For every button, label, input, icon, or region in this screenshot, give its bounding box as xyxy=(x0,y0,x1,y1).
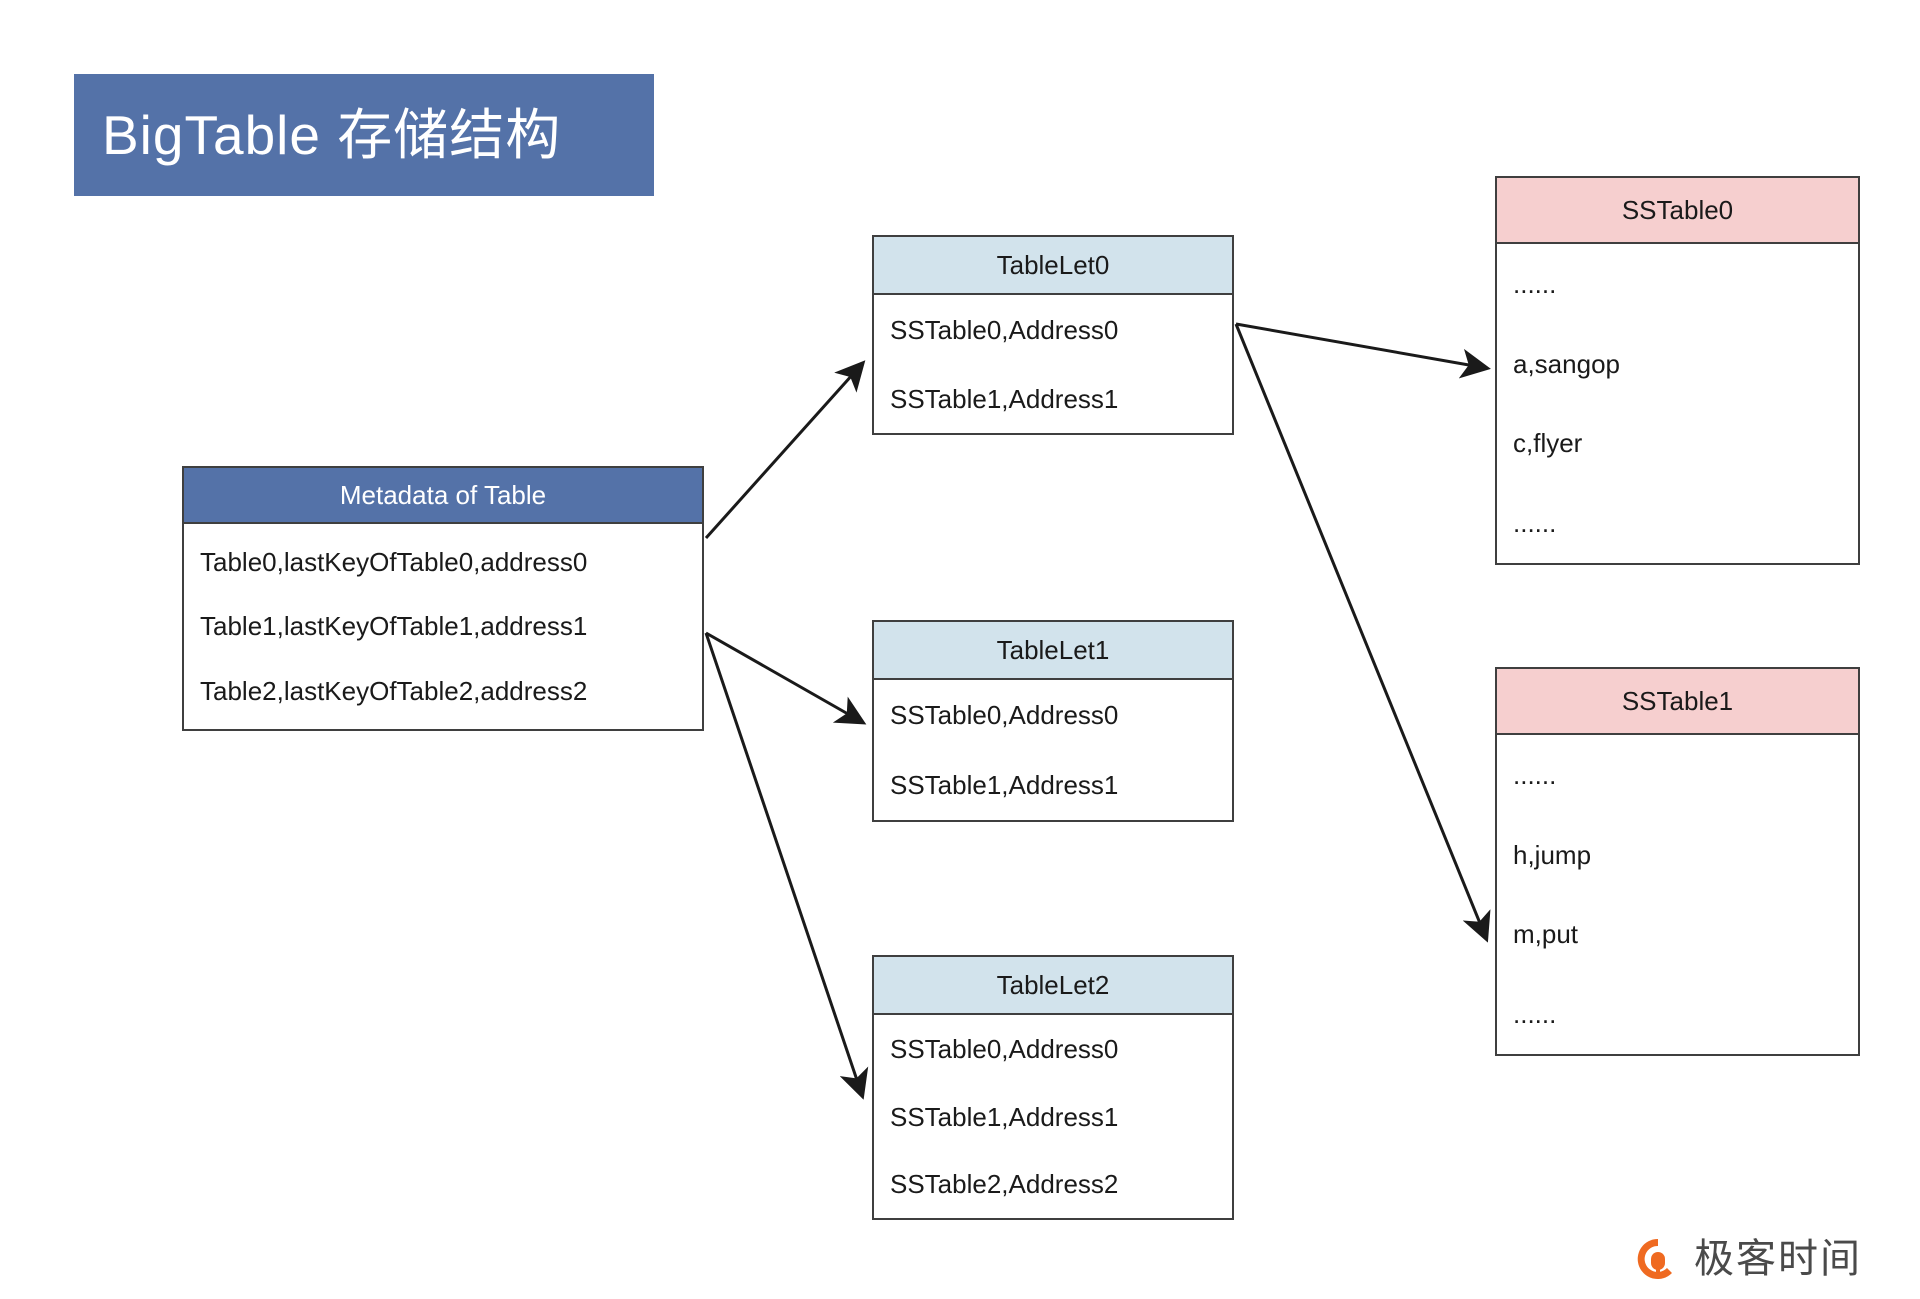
node-header-metadata: Metadata of Table xyxy=(184,468,702,524)
table-row: SSTable2,Address2 xyxy=(890,1169,1119,1200)
arrow-metadata-to-tablelet0 xyxy=(704,360,866,540)
page-title-text: BigTable 存储结构 xyxy=(102,103,562,166)
table-row: ...... xyxy=(1513,508,1557,539)
table-row: ...... xyxy=(1513,759,1557,790)
table-row: SSTable1,Address1 xyxy=(890,383,1119,414)
node-sstable1[interactable]: SSTable1 ...... h,jump m,put ...... xyxy=(1495,667,1860,1056)
node-body-tablelet2: SSTable0,Address0 SSTable1,Address1 SSTa… xyxy=(874,1015,1232,1218)
node-metadata-of-table[interactable]: Metadata of Table Table0,lastKeyOfTable0… xyxy=(182,466,704,731)
page-title: BigTable 存储结构 xyxy=(74,74,654,196)
node-body-sstable1: ...... h,jump m,put ...... xyxy=(1497,735,1858,1054)
table-row: h,jump xyxy=(1513,839,1592,870)
node-sstable0[interactable]: SSTable0 ...... a,sangop c,flyer ...... xyxy=(1495,176,1860,565)
arrow-metadata-to-tablelet1 xyxy=(705,631,867,725)
arrow-metadata-to-tablelet2 xyxy=(704,632,869,1100)
node-header-tablelet0: TableLet0 xyxy=(874,237,1232,295)
table-row: SSTable1,Address1 xyxy=(890,770,1119,800)
node-body-metadata: Table0,lastKeyOfTable0,address0 Table1,l… xyxy=(184,524,702,729)
node-tablelet0[interactable]: TableLet0 SSTable0,Address0 SSTable1,Add… xyxy=(872,235,1234,435)
table-row: c,flyer xyxy=(1513,428,1583,459)
table-row: SSTable0,Address0 xyxy=(890,314,1119,345)
node-body-tablelet1: SSTable0,Address0 SSTable1,Address1 xyxy=(874,680,1232,820)
table-row: Table2,lastKeyOfTable2,address2 xyxy=(200,675,588,706)
table-row: Table1,lastKeyOfTable1,address1 xyxy=(200,611,588,642)
table-row: ...... xyxy=(1513,999,1557,1030)
node-header-tablelet1: TableLet1 xyxy=(874,622,1232,680)
table-row: SSTable0,Address0 xyxy=(890,1033,1119,1064)
table-row: SSTable1,Address1 xyxy=(890,1101,1119,1132)
brand-watermark: 极客时间 xyxy=(1634,1235,1862,1283)
table-row: m,put xyxy=(1513,919,1579,950)
table-row: SSTable0,Address0 xyxy=(890,700,1119,730)
node-body-tablelet0: SSTable0,Address0 SSTable1,Address1 xyxy=(874,295,1232,433)
node-header-sstable1: SSTable1 xyxy=(1497,669,1858,735)
brand-text: 极客时间 xyxy=(1694,1237,1862,1281)
node-body-sstable0: ...... a,sangop c,flyer ...... xyxy=(1497,244,1858,563)
geekbang-logo-icon xyxy=(1634,1235,1682,1283)
node-tablelet1[interactable]: TableLet1 SSTable0,Address0 SSTable1,Add… xyxy=(872,620,1234,822)
node-header-sstable0: SSTable0 xyxy=(1497,178,1858,244)
table-row: Table0,lastKeyOfTable0,address0 xyxy=(200,547,588,578)
table-row: ...... xyxy=(1513,268,1557,299)
node-tablelet2[interactable]: TableLet2 SSTable0,Address0 SSTable1,Add… xyxy=(872,955,1234,1220)
node-header-tablelet2: TableLet2 xyxy=(874,957,1232,1015)
arrow-tablelet0-to-sstable0 xyxy=(1235,322,1491,379)
arrow-tablelet0-to-sstable1 xyxy=(1234,323,1491,943)
table-row: a,sangop xyxy=(1513,348,1620,379)
